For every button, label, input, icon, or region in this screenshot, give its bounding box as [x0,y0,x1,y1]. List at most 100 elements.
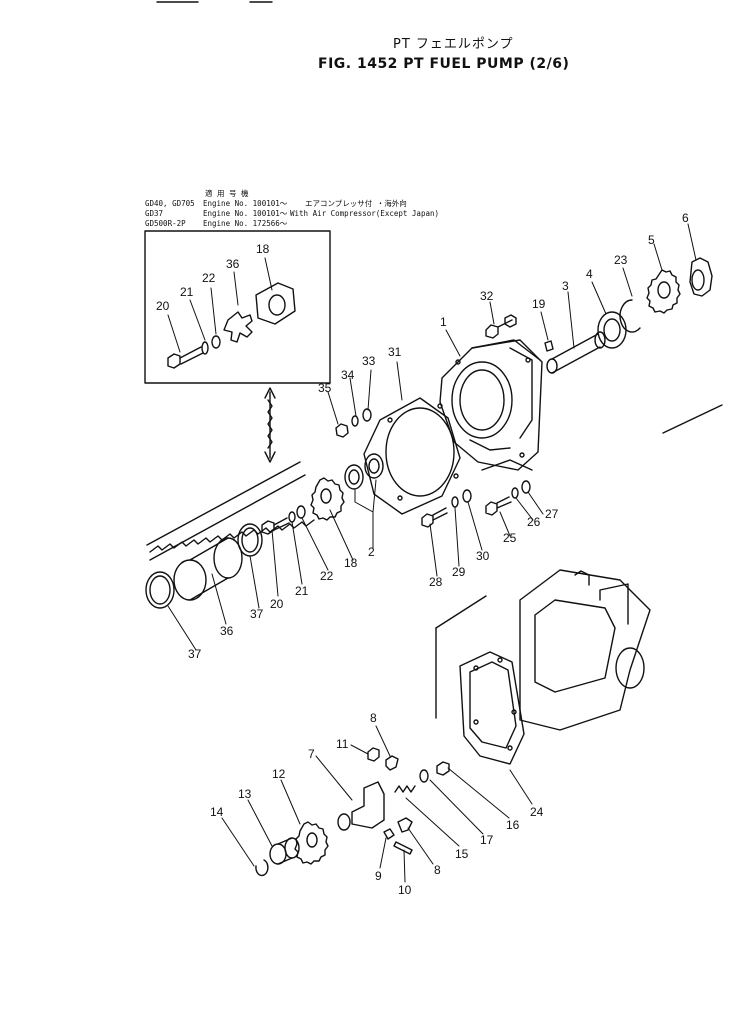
gear-12 [294,821,329,865]
callout-35: 35 [318,381,332,395]
bushing-13 [269,837,300,865]
spring-15 [394,785,416,793]
leader-frame-lower [435,595,487,629]
inset-coupling-18 [255,282,296,325]
pump-housing-1 [439,339,543,471]
callout-1: 1 [440,315,447,329]
pump-body [519,569,651,731]
callout-26: 26 [527,515,541,529]
callout-36-lower: 36 [220,624,234,638]
callout-14: 14 [210,805,224,819]
bolt-28 [421,507,448,528]
callout-21-lower: 21 [295,584,309,598]
inset-frame [144,230,331,384]
subtitle-japanese: PT フェエルポンプ [393,37,514,52]
inset-washer-22 [211,335,221,349]
plug-16 [436,761,450,776]
bolt-25 [485,496,512,516]
leader-lines [167,223,697,883]
callout-4: 4 [586,267,593,281]
callout-19: 19 [532,297,546,311]
callout-3: 3 [562,279,569,293]
bracket-7 [337,781,385,831]
washer-21-lower [288,511,296,523]
callout-15: 15 [455,847,469,861]
drive-shaft-3 [546,331,606,374]
inset-coupling-spider-36 [223,311,253,343]
washer-30 [462,489,472,503]
callout-22-inset: 22 [202,271,216,285]
housing-bracket-line [481,459,533,471]
washer-29 [451,496,459,508]
applicability-model-3: GD500R-2P [145,219,186,228]
bolt-8-upper [385,755,399,771]
gear-5 [646,269,681,314]
pin-9 [383,828,395,840]
callout-24: 24 [530,805,544,819]
callout-16: 16 [506,818,520,832]
gear-18-lower [310,477,345,521]
applicability-model-1: GD40, GD705 [145,199,195,208]
callout-18-inset: 18 [256,242,270,256]
snap-ring-23 [619,299,641,333]
gear-6 [689,257,713,297]
callout-27: 27 [545,507,559,521]
callout-36-inset: 36 [226,257,240,271]
applicability-engine-3: Engine No. 172566～ [203,219,288,228]
bolt-20-lower [261,517,290,535]
callout-31: 31 [388,345,402,359]
washer-27 [521,480,531,494]
washer-34 [351,415,359,427]
callout-20-lower: 20 [270,597,284,611]
bolt-32 [485,314,517,339]
callout-28: 28 [429,575,443,589]
washer-22-lower [296,505,306,519]
leader-frame-right [662,404,723,434]
snap-ring-14 [255,859,269,877]
callout-9: 9 [375,869,382,883]
coupling-sleeve-36 [173,537,243,601]
inset-bolt-20 [167,346,204,369]
figure-title: FIG. 1452 PT FUEL PUMP (2/6) [318,56,570,72]
applicability-model-2: GD37 [145,209,164,218]
applicability-note-1: エアコンプレッサ付 ・海外向 [305,199,407,208]
bearing-4 [597,311,627,349]
bolt-8-lower [397,817,413,833]
callout-37-left: 37 [188,647,202,661]
callout-29: 29 [452,565,466,579]
callout-17: 17 [480,833,494,847]
callout-34: 34 [341,368,355,382]
callout-30: 30 [476,549,490,563]
callout-12: 12 [272,767,286,781]
applicability-engine-2: Engine No. 100101～ [203,209,288,218]
callout-13: 13 [238,787,252,801]
callout-11: 11 [336,737,349,751]
washer-33 [362,408,372,422]
applicability-note-2: With Air Compressor(Except Japan) [290,209,440,218]
callout-20-inset: 20 [156,299,170,313]
callout-8-lower: 8 [434,863,441,877]
pin-10 [393,841,413,855]
washer-17 [419,769,429,783]
callout-22-lower: 22 [320,569,334,583]
drive-cover-band [146,461,315,561]
callout-2: 2 [368,545,375,559]
callout-21-inset: 21 [180,285,194,299]
cover-gasket-24 [459,651,525,765]
callout-18-lower: 18 [344,556,358,570]
nut-11 [367,747,380,762]
callout-37-right: 37 [250,607,264,621]
applicability-heading: 適 用 号 機 [205,189,249,198]
nut-35 [335,423,349,438]
bearing-2 [344,453,384,490]
callout-23: 23 [614,253,628,267]
callout-8-upper: 8 [370,711,377,725]
callout-5: 5 [648,233,655,247]
callout-10: 10 [398,883,412,897]
key-19 [544,340,554,352]
applicability-engine-1: Engine No. 100101～ [203,199,288,208]
inset-washer-21 [201,341,209,355]
callout-6: 6 [682,211,689,225]
double-arrow [264,387,276,463]
